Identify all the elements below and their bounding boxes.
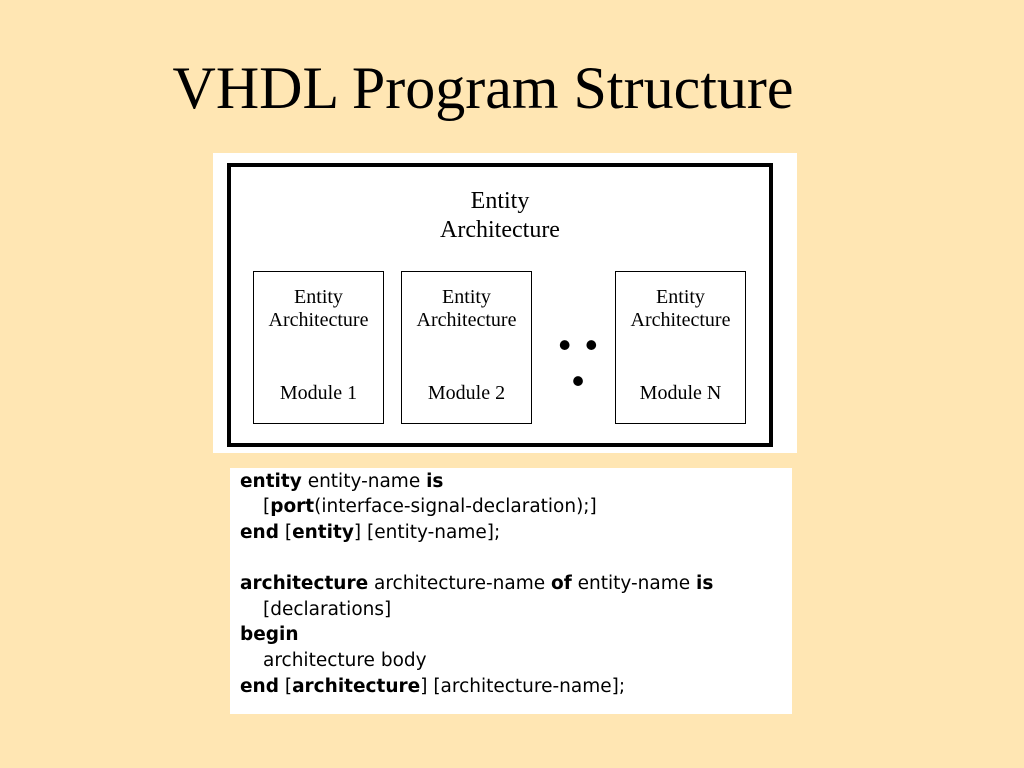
module-entity-label: Entity <box>442 286 491 308</box>
vhdl-syntax-block: entity entity-name is [port(interface-si… <box>230 468 792 714</box>
code-line-architecture: architecture architecture-name of entity… <box>240 573 714 594</box>
slide-title: VHDL Program Structure <box>172 55 794 121</box>
module-name: Module 2 <box>427 382 506 404</box>
top-entity-label: Entity <box>470 188 530 214</box>
module-entity-label: Entity <box>656 286 705 308</box>
code-line-body: architecture body <box>263 650 427 671</box>
top-architecture-label: Architecture <box>440 217 560 243</box>
code-line-port: [port(interface-signal-declaration);] <box>263 496 597 517</box>
module-name: Module N <box>639 382 722 404</box>
module-box-2: Entity Architecture Module 2 <box>401 271 532 424</box>
top-level-label: Entity Architecture <box>231 187 769 245</box>
code-line-end-architecture: end [architecture] [architecture-name]; <box>240 676 626 697</box>
code-line-declarations: [declarations] <box>263 599 392 620</box>
module-name: Module 1 <box>279 382 358 404</box>
module-box-n: Entity Architecture Module N <box>615 271 746 424</box>
ellipsis: • • • <box>558 324 600 401</box>
code-line-end-entity: end [entity] [entity-name]; <box>240 522 501 543</box>
module-architecture-label: Architecture <box>630 309 731 331</box>
module-architecture-label: Architecture <box>416 309 517 331</box>
module-architecture-label: Architecture <box>268 309 369 331</box>
top-level-box: Entity Architecture Entity Architecture … <box>227 163 773 447</box>
structure-diagram: Entity Architecture Entity Architecture … <box>213 153 797 453</box>
code-line-begin: begin <box>240 624 299 645</box>
code-line-entity: entity entity-name is <box>240 471 444 492</box>
module-entity-label: Entity <box>294 286 343 308</box>
module-box-1: Entity Architecture Module 1 <box>253 271 384 424</box>
